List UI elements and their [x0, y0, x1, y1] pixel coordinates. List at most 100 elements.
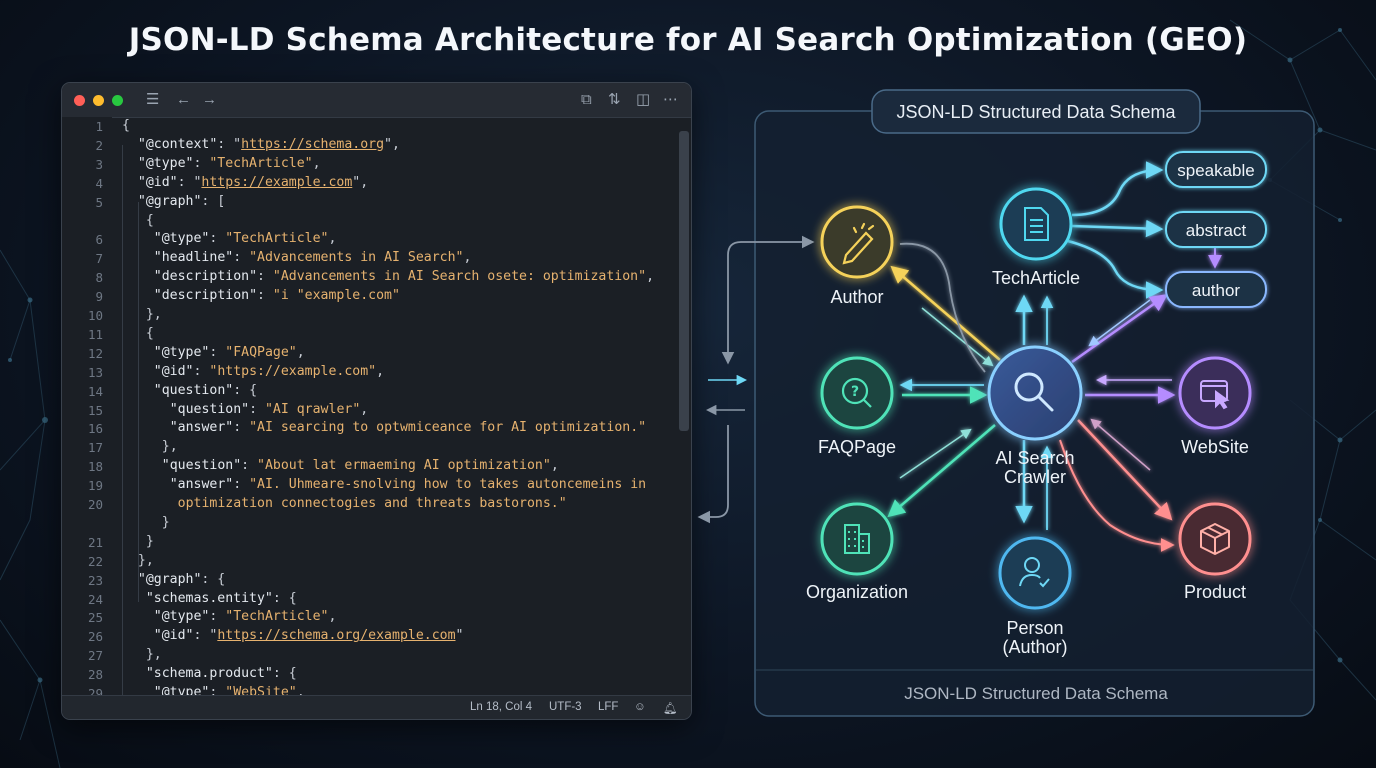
- document-icon: [1024, 207, 1049, 241]
- cursor-position[interactable]: Ln 18, Col 4: [470, 701, 533, 713]
- node-person-label-line2: (Author): [1002, 637, 1067, 657]
- forward-arrow-icon[interactable]: →: [202, 91, 217, 108]
- json-key: "question": [169, 401, 250, 417]
- sync-icon[interactable]: ⇅: [608, 91, 621, 108]
- person-check-icon: [1019, 557, 1050, 588]
- node-organization[interactable]: Organization: [806, 502, 908, 602]
- line-number: 4: [95, 175, 103, 191]
- json-punctuation: :: [209, 344, 226, 360]
- code-line: "@type": "TechArticle",: [138, 156, 321, 171]
- copy-icon[interactable]: ⧉: [581, 91, 592, 108]
- line-number: 22: [87, 553, 103, 569]
- code-line: "@id": "https://example.com",: [138, 175, 368, 190]
- line-number: 17: [87, 440, 103, 456]
- maximize-window-button[interactable]: [112, 95, 123, 106]
- node-person-label: Person: [1006, 618, 1063, 638]
- line-ending[interactable]: LFF: [598, 701, 619, 713]
- json-string: "https://example.com": [209, 363, 377, 379]
- node-ai-search-crawler[interactable]: AI Search Crawler: [987, 345, 1083, 487]
- node-author-label: Author: [830, 287, 883, 307]
- code-line: {: [146, 326, 154, 341]
- code-line: "question": "AI qrawler",: [170, 402, 369, 417]
- more-icon[interactable]: ⋯: [663, 91, 678, 108]
- json-string: "TechArticle": [225, 609, 329, 625]
- json-key: "answer": [169, 477, 234, 493]
- bell-icon[interactable]: 🔔︎: [663, 703, 678, 715]
- node-techarticle[interactable]: TechArticle: [992, 187, 1080, 288]
- json-punctuation: :: [209, 609, 226, 625]
- json-string: "AI searcing to optwmiceance for AI opti…: [249, 420, 647, 436]
- line-number: 27: [87, 648, 103, 664]
- line-number: 5: [95, 194, 103, 210]
- json-punctuation: :: [233, 420, 250, 436]
- json-punctuation: ,: [328, 609, 337, 625]
- editor-status-bar: Ln 18, Col 4 UTF-3 LFF ☺ 🔔︎: [62, 695, 691, 719]
- json-punctuation: ,: [550, 458, 559, 474]
- node-person[interactable]: Person (Author): [998, 536, 1072, 657]
- json-string: "AI qrawler": [264, 401, 361, 417]
- split-panel-icon[interactable]: ◫: [636, 91, 651, 108]
- node-techarticle-label: TechArticle: [992, 268, 1080, 288]
- line-number: 9: [95, 289, 103, 305]
- code-line: "question": "About lat ermaeming AI opti…: [162, 458, 559, 473]
- json-punctuation: ,: [296, 685, 305, 695]
- json-punctuation: ,: [328, 231, 337, 247]
- json-string: "FAQPage": [225, 344, 297, 360]
- editor-scrollbar[interactable]: [679, 131, 689, 431]
- json-punctuation: : {: [272, 590, 297, 606]
- json-punctuation: {: [145, 212, 154, 228]
- code-line: "description": "i "example.com": [154, 288, 400, 303]
- json-punctuation: },: [137, 552, 154, 568]
- json-punctuation: ,: [312, 155, 321, 171]
- code-line: },: [146, 307, 162, 322]
- format-icon[interactable]: ☺: [634, 701, 646, 713]
- arrow-crawler-to-organization: [887, 424, 996, 518]
- node-author[interactable]: Author: [820, 205, 894, 307]
- json-punctuation: }: [161, 514, 170, 530]
- line-number: 13: [87, 364, 103, 380]
- json-punctuation: :: [233, 250, 250, 266]
- pill-author[interactable]: author: [1165, 271, 1267, 308]
- code-line: "@type": "TechArticle",: [154, 231, 337, 246]
- json-key: "@graph": [137, 571, 202, 587]
- menu-icon[interactable]: ☰: [146, 91, 160, 108]
- line-number: 23: [87, 572, 103, 588]
- arrow-editor-to-author: [721, 235, 815, 365]
- page-title: JSON-LD Schema Architecture for AI Searc…: [128, 22, 1248, 58]
- close-window-button[interactable]: [74, 95, 85, 106]
- node-product[interactable]: Product: [1178, 502, 1252, 602]
- minimize-window-button[interactable]: [93, 95, 104, 106]
- code-line: }: [146, 534, 154, 549]
- json-punctuation: : {: [201, 571, 226, 587]
- code-line: "question": {: [154, 383, 257, 398]
- json-punctuation: ",: [384, 136, 400, 152]
- json-string: https://schema.org: [241, 136, 385, 152]
- json-punctuation: :: [209, 685, 226, 695]
- json-key: "@type": [153, 231, 210, 247]
- file-encoding[interactable]: UTF-3: [549, 701, 582, 713]
- arrow-techarticle-to-speakable: [1071, 161, 1164, 217]
- line-number: 8: [95, 270, 103, 286]
- code-line: "@id": "https://example.com",: [154, 364, 384, 379]
- node-faqpage[interactable]: ? FAQPage: [818, 356, 896, 457]
- json-punctuation: {: [122, 118, 130, 133]
- json-key: "@id": [153, 628, 194, 644]
- code-line: "@graph": {: [138, 572, 225, 587]
- node-crawler-label-line2: Crawler: [1004, 467, 1066, 487]
- pill-abstract[interactable]: abstract: [1165, 211, 1267, 248]
- code-line: "@type": "FAQPage",: [154, 345, 305, 360]
- json-punctuation: :: [193, 155, 210, 171]
- json-key: "@type": [153, 609, 210, 625]
- line-number: 21: [87, 534, 103, 550]
- line-number: 1: [95, 119, 103, 134]
- node-website[interactable]: WebSite: [1178, 356, 1252, 457]
- back-arrow-icon[interactable]: ←: [176, 91, 191, 108]
- line-number: 11: [87, 326, 103, 342]
- line-number: 3: [95, 156, 103, 172]
- line-number: 14: [87, 383, 103, 399]
- code-content[interactable]: {"@context": "https://schema.org","@type…: [114, 117, 674, 695]
- pill-speakable-label: speakable: [1177, 161, 1255, 180]
- pill-speakable[interactable]: speakable: [1165, 151, 1267, 188]
- panel-title-tab: [871, 89, 1201, 134]
